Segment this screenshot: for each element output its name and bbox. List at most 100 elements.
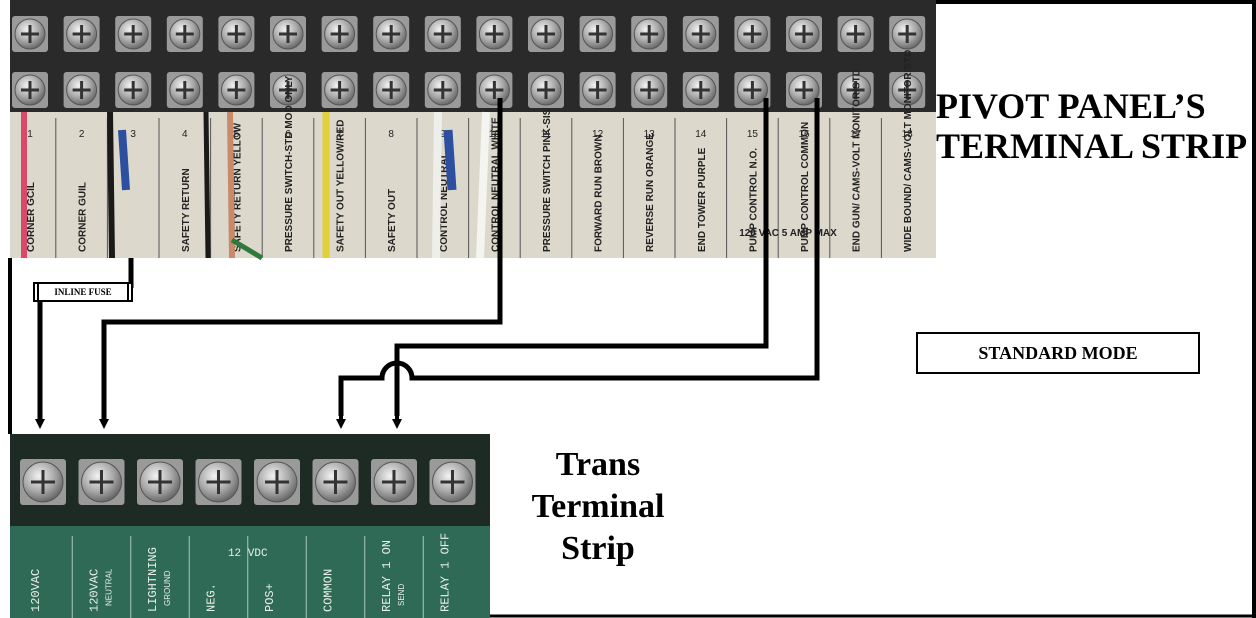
pivot-terminal-label: CONTROL NEUTRAL [439,152,450,252]
pivot-terminal-number: 6 [285,129,291,140]
pivot-screw-top [218,16,255,52]
pivot-terminal-number: 17 [850,129,862,140]
pivot-terminal-number: 8 [388,129,394,140]
pivot-screw-top [166,16,203,52]
pivot-panel-title: PIVOT PANEL’S TERMINAL STRIP [936,86,1247,166]
pivot-terminal-label: PRESSURE SWITCH-STD MOD ONLY [284,75,295,252]
pivot-screw-top [476,16,513,52]
pivot-terminal-label: END TOWER PURPLE [697,147,708,252]
pivot-screw-top [115,16,152,52]
pivot-panel-note: 120 VAC 5 AMP MAX [739,228,837,239]
trans-terminal-sublabel: SEND [397,584,406,606]
pivot-screw-bottom [321,72,358,108]
pivot-terminal-label: END GUN/ CAMS-VOLT MONITOR/STD [852,69,863,252]
trans-terminal-label: NEG. [205,583,219,612]
pivot-screw-top [321,16,358,52]
pivot-screw-bottom [682,72,719,108]
pivot-terminal-label: SAFETY RETURN [181,168,192,252]
pivot-screw-top [889,16,926,52]
pivot-screw-bottom [476,72,513,108]
pivot-terminal-label: FORWARD RUN BROWN [594,134,605,252]
pivot-screw-top [786,16,822,52]
pivot-terminal-number: 14 [695,129,707,140]
inline-fuse-label: INLINE FUSE [33,282,133,302]
pivot-terminal-number: 5 [234,129,240,140]
trans-screw [254,459,300,505]
pivot-terminal-number: 3 [130,129,136,140]
pivot-screw-bottom [218,72,255,108]
pivot-screw-bottom [424,72,461,108]
mode-label: STANDARD MODE [916,332,1200,374]
pivot-terminal-label: CORNER GUIL [78,182,89,252]
pivot-terminal-label: SAFETY OUT [387,189,398,252]
pivot-title-line2: TERMINAL STRIP [936,126,1248,166]
trans-title-line2: Terminal [531,488,665,525]
pivot-screw-bottom [889,72,926,108]
pivot-terminal-label: PUMP CONTROL COMMON [800,122,811,252]
pivot-terminal-number: 7 [337,129,343,140]
pivot-screw-top [682,16,719,52]
pivot-terminal-number: 4 [182,129,188,140]
trans-terminal-label: 120VAC [88,569,102,612]
pivot-terminal-label: REVERSE RUN ORANGE [645,133,656,252]
trans-screw [137,459,183,505]
pivot-terminal-label: PUMP CONTROL N.O. [748,148,759,252]
pivot-terminal-label: SAFETY OUT YELLOW/RED [336,120,347,252]
pivot-screw-bottom [63,72,100,108]
trans-terminal-label: COMMON [322,569,336,612]
trans-screw [78,459,125,505]
pivot-screw-top [734,16,771,52]
pivot-terminal-label: CONTROL NEUTRAL WHITE [490,117,501,252]
wire-pump-no [394,98,769,416]
trans-group-label: 12 VDC [228,548,268,560]
pivot-terminal-label: SAFETY RETURN YELLOW [232,122,243,252]
wiring-lines [35,98,820,429]
trans-terminal-sublabel: GROUND [163,570,172,606]
pivot-screw-bottom [115,72,152,108]
pivot-terminal-number: 2 [79,129,85,140]
trans-terminal-label: RELAY 1 ON [380,540,394,612]
pivot-screw-bottom [166,72,203,108]
pivot-terminal-number: 10 [489,129,501,140]
pivot-screw-bottom [270,72,306,108]
pivot-terminal-number: 11 [541,129,552,140]
pivot-terminal-number: 1 [27,129,33,140]
pivot-screw-top [837,16,874,52]
trans-screw [20,459,66,505]
trans-title-line3: Strip [561,530,635,567]
pivot-screw-top [631,16,668,52]
pivot-screw-bottom [786,72,822,108]
pivot-terminal-label: PRESSURE SWITCH PINK-SIS [542,108,553,252]
pivot-title-line1: PIVOT PANEL’S [936,86,1206,126]
pivot-screw-top [63,16,100,52]
pivot-screw-bottom [12,72,48,108]
pivot-terminal-number: 12 [592,129,604,140]
wire-pump-common [338,98,820,416]
pivot-terminal-number: 16 [798,129,810,140]
pivot-terminal-number: 9 [440,129,446,140]
pivot-screw-top [424,16,461,52]
wire-neutral [101,98,503,416]
pivot-terminal-label: CORNER GCIL [26,182,37,252]
pivot-terminal-number: 15 [747,129,759,140]
pivot-screw-bottom [528,72,564,108]
trans-screw [371,459,417,505]
pivot-screw-top [373,16,410,52]
pivot-screw-top [12,16,48,52]
pivot-screw-bottom [734,72,771,108]
pivot-screw-bottom [373,72,410,108]
trans-terminal-label: 120VAC [29,569,43,612]
trans-screw [312,459,359,505]
trans-terminal-label: RELAY 1 OFF [439,533,453,612]
pivot-terminal-label: WIDE BOUND/ CAMS-VOLT MONITOR/STD [903,50,914,252]
pivot-screw-bottom [631,72,668,108]
pivot-terminal-number: 18 [902,129,914,140]
pivot-screw-top [528,16,564,52]
trans-title-line1: Trans [555,446,641,483]
pivot-terminal-number: 13 [644,129,656,140]
trans-terminal-label: LIGHTNING [146,547,160,612]
pivot-screw-top [270,16,306,52]
